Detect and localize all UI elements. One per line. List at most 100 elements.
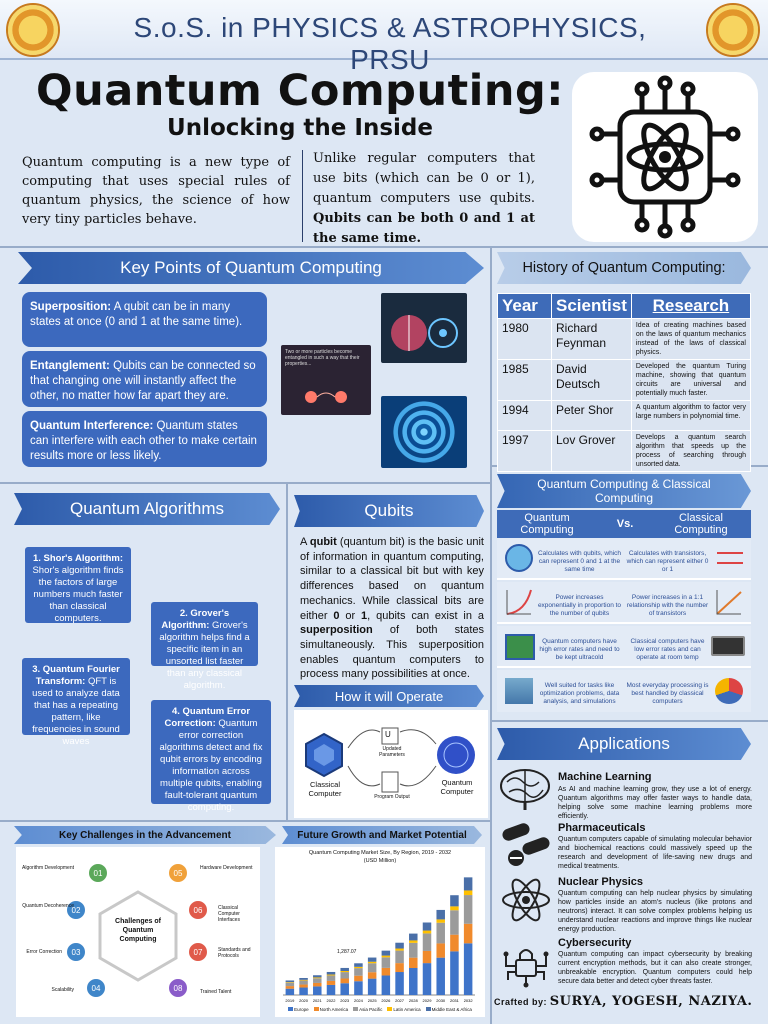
x-tick-label: 2029: [423, 998, 433, 1003]
comparison-heading: Quantum Computing & Classical Computing: [497, 474, 751, 508]
x-tick-label: 2027: [395, 998, 405, 1003]
chart-subtitle: (USD Million): [363, 858, 397, 864]
market-heading: Future Growth and Market Potential: [282, 826, 482, 844]
bar-segment: [313, 982, 322, 987]
key-point-superposition: Superposition: A qubit can be in many st…: [22, 292, 267, 347]
bar-segment: [340, 967, 349, 971]
x-tick-label: 2031: [450, 998, 460, 1003]
bar-segment: [313, 986, 322, 995]
intro-left: Quantum computing is a new type of compu…: [22, 155, 290, 227]
vs-label: Vs.: [616, 518, 634, 530]
bar-segment: [354, 963, 363, 967]
market-chart-panel: Quantum Computing Market Size, By Region…: [275, 847, 485, 1017]
legend-item: Asia Pacific: [353, 1007, 382, 1012]
x-tick-label: 2028: [409, 998, 419, 1003]
challenge-number: 03: [72, 948, 81, 957]
bar-segment: [299, 980, 308, 985]
challenge-label: Quantum Decoherence: [22, 903, 74, 909]
interference-pattern-image: [381, 396, 467, 468]
bar-segment: [395, 942, 404, 949]
history-table-wrap: Year Scientist Research 1980 Richard Fey…: [497, 293, 752, 472]
intro-right: Unlike regular computers that use bits (…: [313, 151, 535, 246]
bar-segment: [313, 978, 322, 983]
x-tick-label: 2022: [327, 998, 337, 1003]
history-heading: History of Quantum Computing:: [497, 252, 751, 284]
x-tick-label: 2024: [354, 998, 364, 1003]
quantum-chip-icon-box: [572, 72, 758, 242]
challenge-label: Trained Talent: [200, 989, 232, 995]
challenge-number: 06: [194, 906, 203, 915]
bar-segment: [422, 950, 432, 964]
app-text-nuclear: Quantum computing can help nuclear physi…: [558, 890, 752, 933]
legend-item: Middle East & Africa: [425, 1007, 472, 1012]
app-title-cyber: Cybersecurity: [558, 937, 632, 949]
col-research: Research: [630, 293, 752, 319]
col-scientist: Scientist: [551, 293, 632, 319]
algorithm-error-correction: 4. Quantum Error Correction: Quantum err…: [151, 700, 271, 813]
bar-segment: [381, 967, 391, 976]
comparison-row: Power increases exponentially in proport…: [497, 582, 751, 624]
transistor-icon: [717, 552, 743, 564]
quantum-column-label: Quantum Computing: [520, 512, 574, 536]
bar-segment: [354, 975, 363, 982]
section-divider: [0, 246, 768, 248]
key-points-heading: Key Points of Quantum Computing: [18, 252, 484, 284]
bar-segment: [367, 957, 377, 962]
x-tick-label: 2023: [340, 998, 350, 1003]
bar-segment: [409, 933, 418, 941]
x-tick-label: 2019: [285, 998, 295, 1003]
laptop-icon: [711, 636, 745, 656]
qubit-sphere-icon: [505, 544, 533, 572]
comparison-row: Quantum computers have high error rates …: [497, 626, 751, 668]
table-row: 1997 Lov Grover Develops a quantum searc…: [497, 430, 752, 472]
bar-segment: [422, 922, 432, 931]
operate-heading: How it will Operate: [294, 685, 484, 707]
bar-segment: [354, 966, 363, 969]
entanglement-image: Two or more particles become entangled i…: [281, 345, 371, 415]
x-tick-label: 2032: [464, 998, 474, 1003]
x-tick-label: 2025: [368, 998, 378, 1003]
data-analysis-icon: [505, 678, 533, 704]
challenge-label: Algorithm Development: [22, 865, 74, 871]
quantum-chip-small-icon: [505, 634, 535, 660]
exponential-curve-icon: [506, 589, 532, 615]
operate-diagram: U Updated Parameters Program Output Clas…: [294, 710, 488, 818]
comparison-row: Well suited for tasks like optimization …: [497, 670, 751, 712]
algorithm-grover: 2. Grover's Algorithm: Grover's algorith…: [151, 602, 258, 691]
x-tick-label: 2021: [313, 998, 323, 1003]
algorithm-qft: 3. Quantum Fourier Transform: QFT is use…: [22, 658, 130, 747]
quantum-computer-label: Quantum Computer: [440, 778, 474, 796]
atom-icon: [502, 878, 550, 922]
bar-segment: [450, 910, 459, 935]
x-tick-label: 2030: [436, 998, 446, 1003]
bar-segment: [463, 923, 473, 944]
bar-segment: [354, 981, 363, 995]
bar-segment: [367, 963, 377, 973]
university-logo-left: [6, 3, 60, 57]
poster-subtitle: Unlocking the Inside: [167, 115, 433, 141]
bar-segment: [313, 975, 322, 978]
bar-segment: [381, 955, 391, 958]
column-divider: [490, 248, 492, 1024]
bar-segment: [367, 972, 377, 979]
bar-segment: [326, 975, 336, 981]
challenge-number-circle: [85, 977, 107, 999]
key-point-interference: Quantum Interference: Quantum states can…: [22, 411, 267, 467]
app-text-cyber: Quantum computing can impact cybersecuri…: [558, 951, 752, 985]
qubits-description: A qubit (quantum bit) is the basic unit …: [300, 536, 484, 681]
bar-segment: [395, 950, 404, 964]
legend-swatch: [425, 1007, 431, 1011]
bar-segment: [409, 942, 418, 958]
challenge-number: 08: [174, 984, 183, 993]
legend-item: North America: [313, 1007, 348, 1012]
bar-segment: [381, 950, 391, 956]
bar-segment: [326, 984, 336, 995]
bar-segment: [367, 978, 377, 995]
bar-segment: [340, 983, 349, 995]
qubits-heading: Qubits: [294, 495, 484, 527]
section-divider: [490, 720, 768, 722]
bar-segment: [299, 979, 308, 981]
challenge-number-circle: [187, 941, 209, 963]
